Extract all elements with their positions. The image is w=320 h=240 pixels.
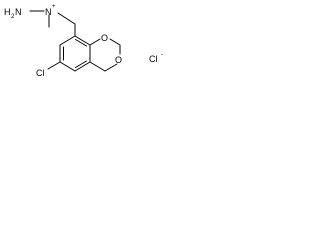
bond-c8a-o1 bbox=[89, 38, 101, 46]
oxygen-bottom-label: O bbox=[115, 55, 122, 65]
bond-ch2-n bbox=[57, 12, 76, 25]
amine-n-label: N bbox=[15, 7, 22, 17]
bond-o1-c2 bbox=[109, 38, 121, 46]
ring-bond-6 bbox=[59, 35, 76, 46]
ring-bond-3 bbox=[74, 61, 91, 72]
h-label: H bbox=[4, 7, 11, 17]
n-charge-superscript: + bbox=[52, 4, 56, 10]
chloride-ion-label: Cl bbox=[149, 54, 158, 64]
bond-c4-c4a bbox=[89, 61, 106, 72]
chemical-structure-diagram: H 2 N N + O O Cl Cl - bbox=[4, 4, 163, 78]
dioxane-ring bbox=[89, 38, 121, 72]
ring-bond-1 bbox=[74, 35, 91, 46]
chloride-charge-superscript: - bbox=[161, 52, 163, 58]
oxygen-top-label: O bbox=[101, 33, 108, 43]
ring-double-bond-2 bbox=[75, 39, 87, 47]
h-count-subscript: 2 bbox=[11, 14, 15, 20]
ring-double-bond-3 bbox=[75, 60, 87, 68]
bond-o3-c4 bbox=[104, 63, 118, 72]
bond-c6-cl bbox=[47, 61, 61, 70]
quaternary-n-label: N bbox=[45, 7, 52, 17]
chlorine-ring-label: Cl bbox=[36, 68, 45, 78]
ring-bond-4 bbox=[59, 61, 76, 72]
benzene-ring bbox=[59, 35, 91, 72]
